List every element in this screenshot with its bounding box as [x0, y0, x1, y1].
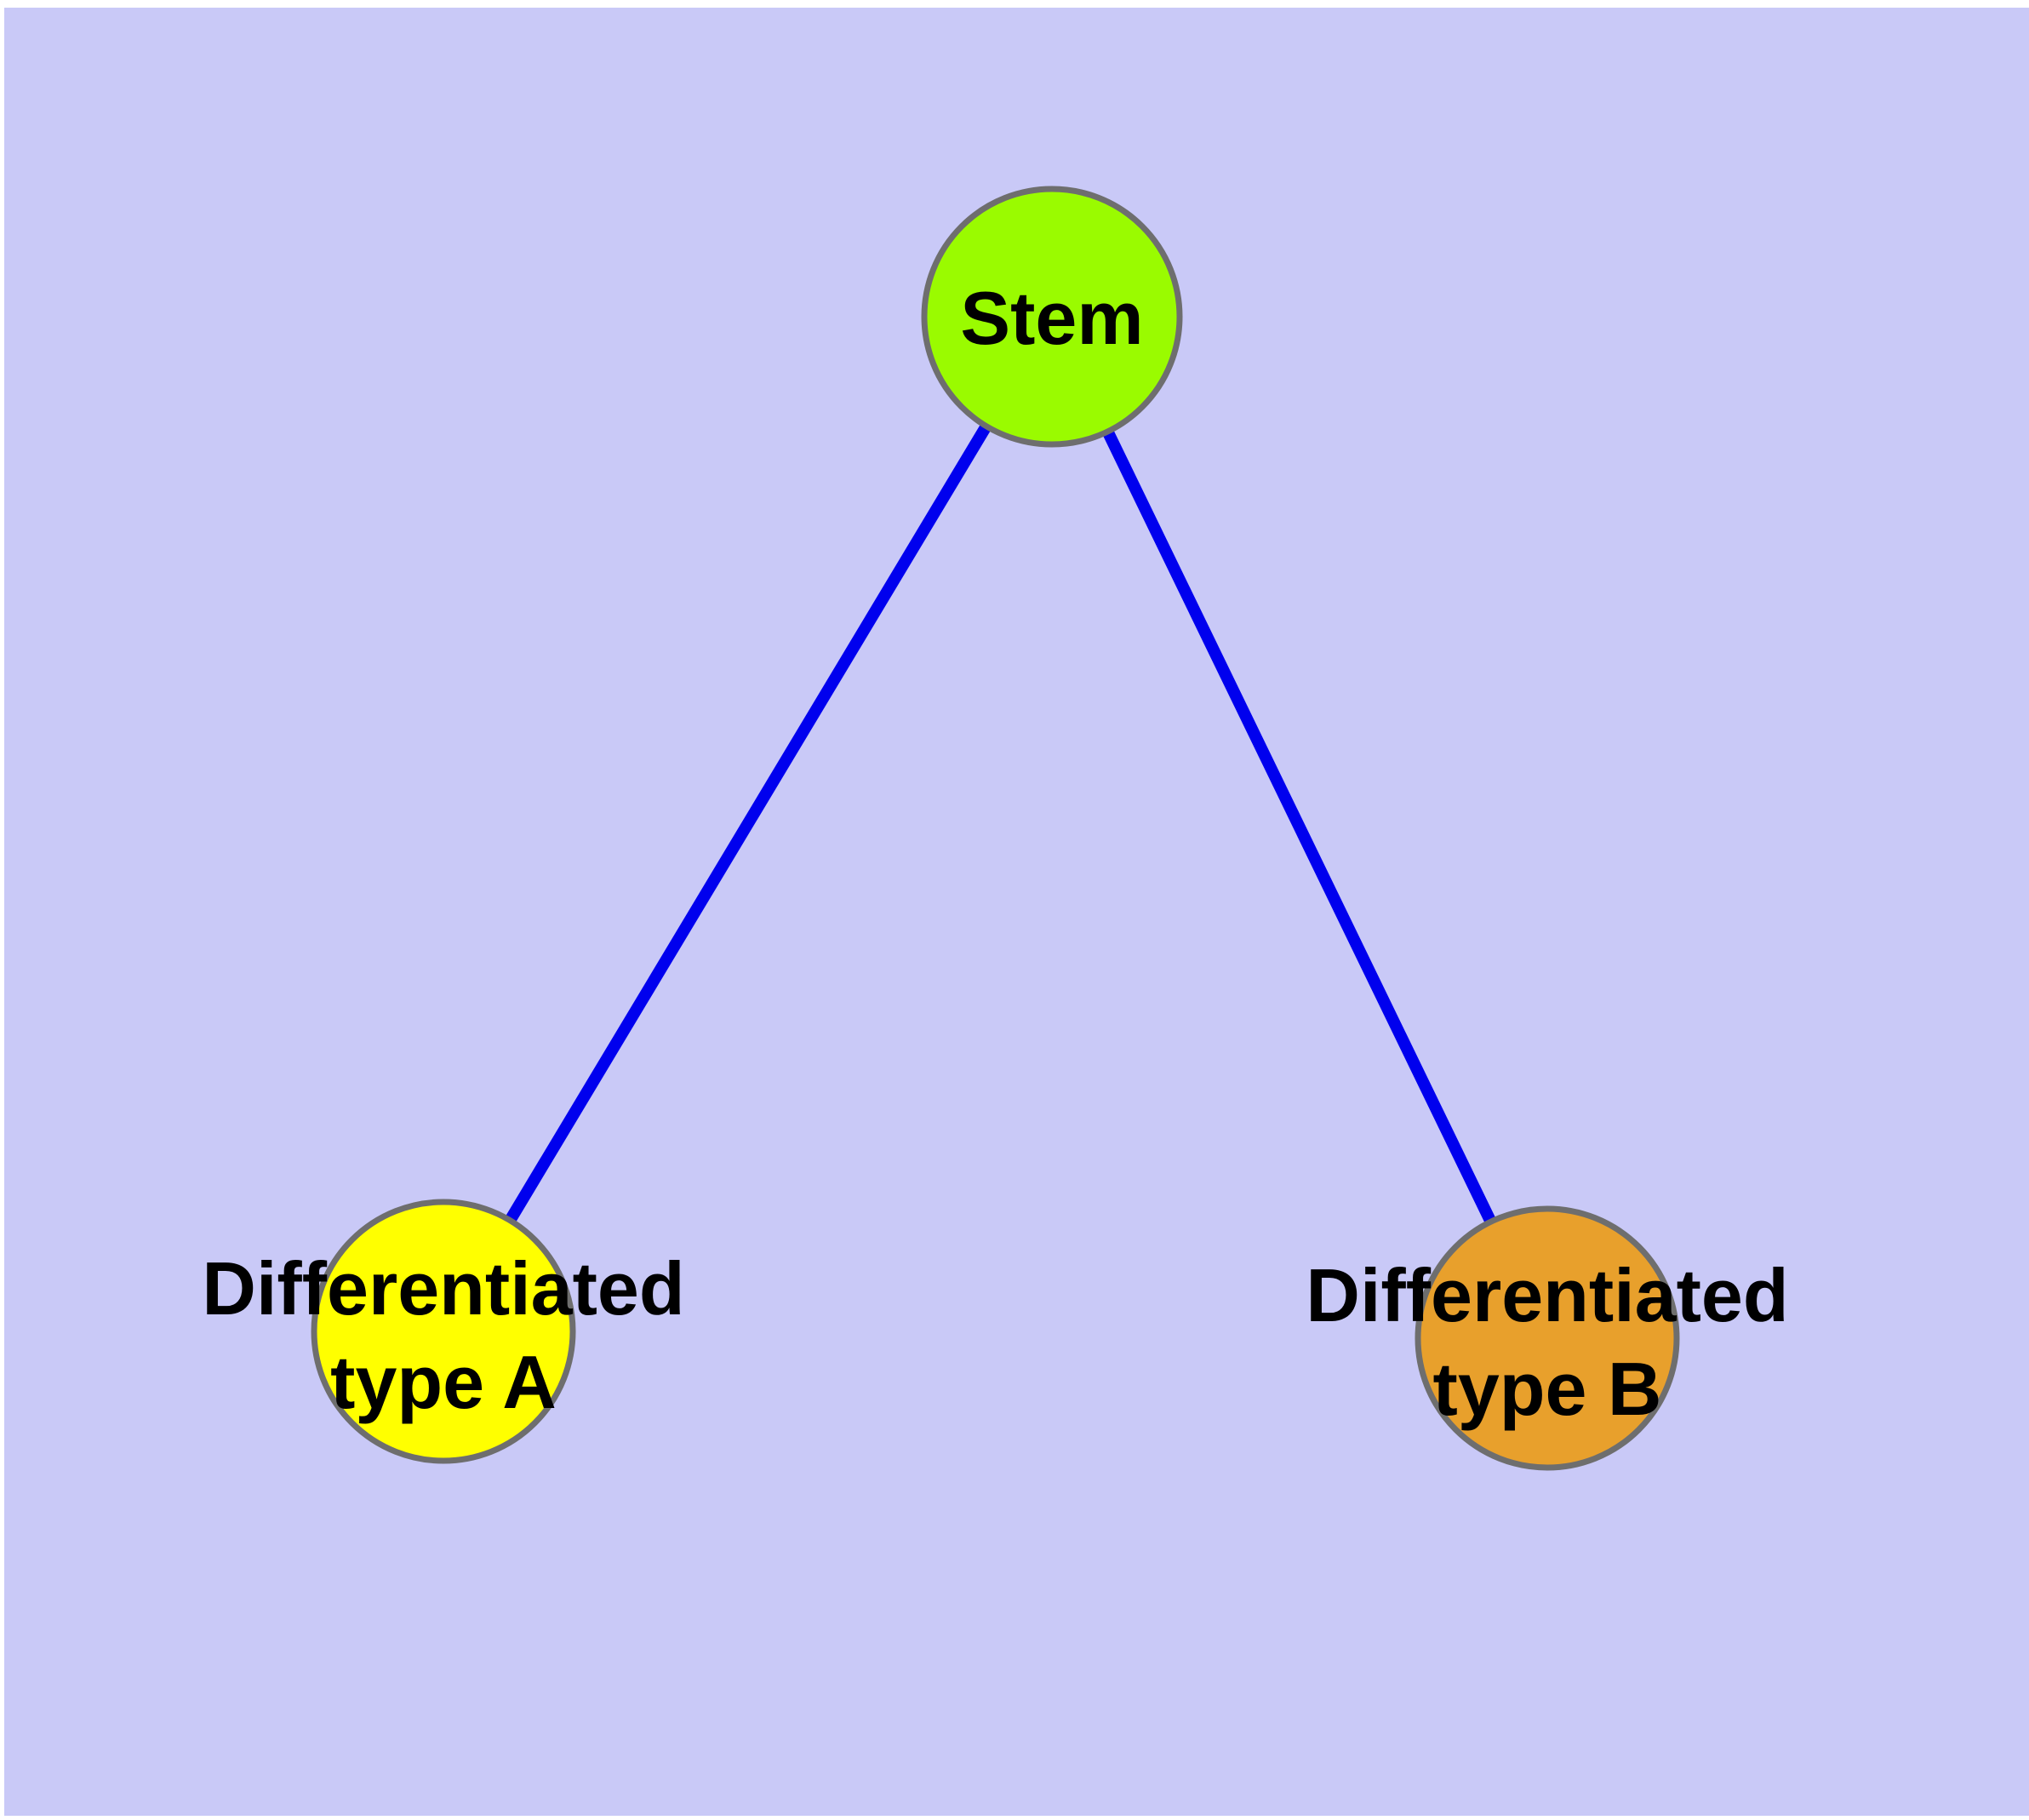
node-stem [921, 186, 1183, 448]
edge-stem-to-type-b [1046, 311, 1553, 1344]
node-type-a-label-line1: Differentiated [202, 1246, 684, 1331]
node-stem-group: Stem [921, 186, 1183, 448]
node-differentiated-type-a [311, 1199, 576, 1464]
node-type-b-label-line1: Differentiated [1306, 1253, 1788, 1337]
node-differentiated-type-b [1415, 1205, 1680, 1471]
node-stem-label: Stem [960, 276, 1143, 360]
node-type-a-group: Differentiated type A [202, 1199, 685, 1464]
node-type-b-label-line2: type B [1433, 1347, 1662, 1431]
node-type-a-label-line2: type A [330, 1340, 557, 1424]
edge-stem-to-type-a [437, 311, 1058, 1337]
node-type-b-group: Differentiated type B [1306, 1205, 1789, 1471]
